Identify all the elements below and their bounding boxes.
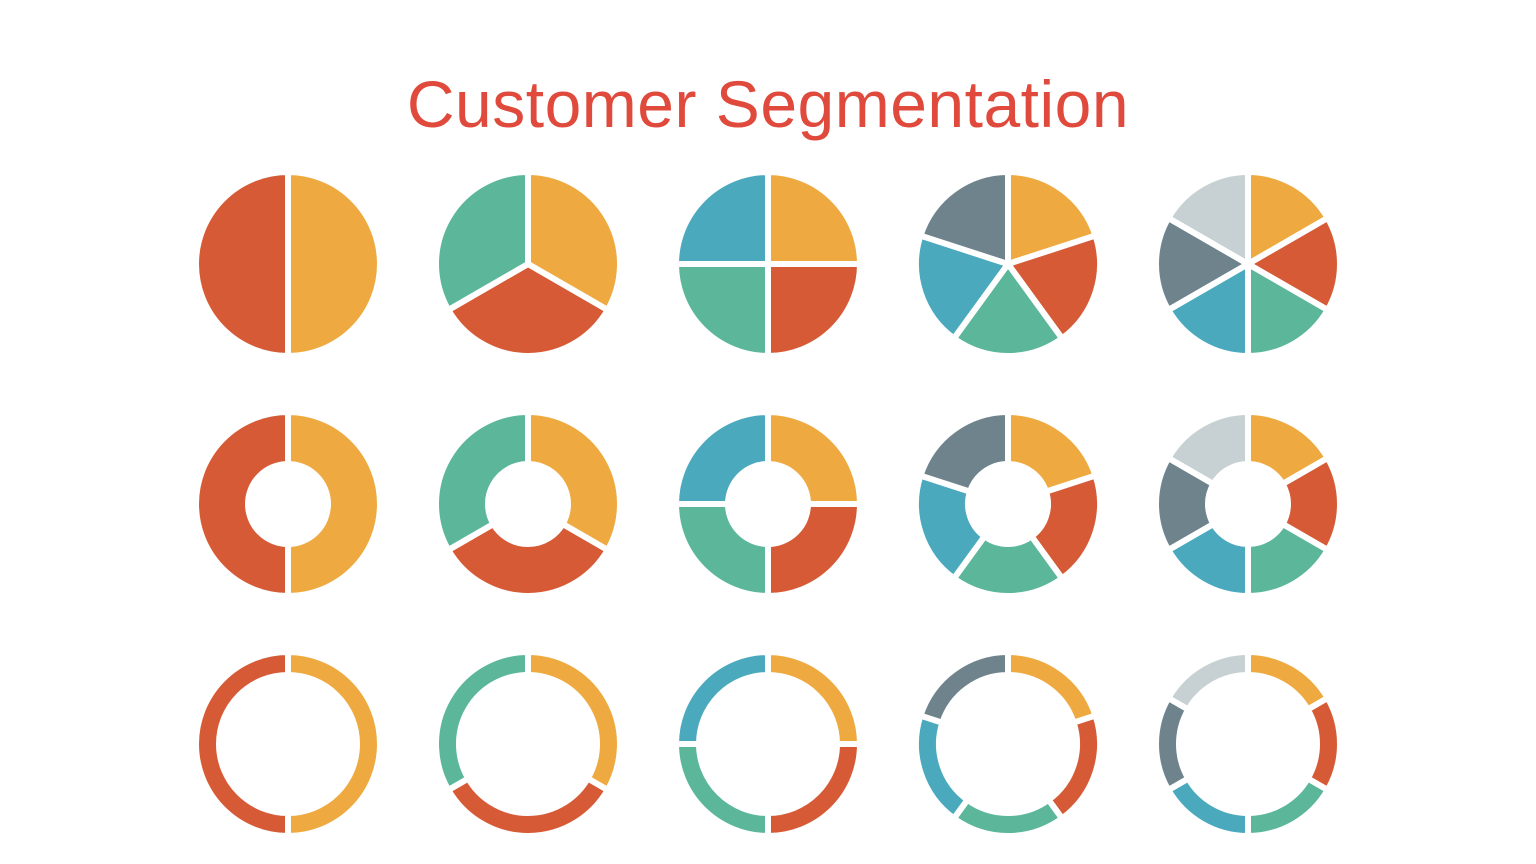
segment-orange xyxy=(1005,648,1100,727)
segment-slate xyxy=(916,408,1011,496)
segment-red xyxy=(1303,693,1343,795)
segment-blue xyxy=(1164,774,1251,840)
segment-blue xyxy=(1164,258,1251,360)
segment-green xyxy=(433,168,531,315)
segment-slate xyxy=(1153,213,1254,315)
segment-red xyxy=(765,741,864,840)
segment-red xyxy=(765,261,864,360)
segment-red xyxy=(1242,213,1343,315)
segment-slate xyxy=(1153,693,1193,795)
segment-orange xyxy=(1005,408,1100,496)
segment-orange xyxy=(765,408,864,507)
donut-chart-2-segments xyxy=(193,408,383,600)
segment-orange xyxy=(1245,648,1332,714)
segment-orange xyxy=(765,648,864,747)
segment-green xyxy=(672,741,771,840)
segment-slate xyxy=(916,648,1011,727)
ring-chart-5-segments xyxy=(913,648,1103,839)
segment-orange xyxy=(525,408,623,555)
pie-chart-6-segments xyxy=(1153,168,1343,360)
ring-chart-3-segments xyxy=(433,648,623,839)
page-title: Customer Segmentation xyxy=(406,67,1130,141)
segment-silver xyxy=(1164,168,1251,270)
segment-red xyxy=(444,519,612,599)
segment-green xyxy=(433,648,531,795)
pie-chart-5-segments xyxy=(913,168,1103,359)
segment-green xyxy=(1245,774,1332,840)
segment-slate xyxy=(916,168,1011,269)
segment-green xyxy=(949,795,1067,839)
segment-green xyxy=(672,501,771,600)
segment-green xyxy=(949,532,1067,599)
pie-chart-2-segments xyxy=(193,168,383,360)
segment-orange xyxy=(285,168,383,360)
segment-green xyxy=(672,261,771,360)
segment-red xyxy=(1027,471,1103,583)
segment-red xyxy=(193,648,291,840)
segment-orange xyxy=(1245,408,1332,489)
segment-green xyxy=(433,408,531,555)
segment-orange xyxy=(1245,168,1332,270)
segment-red xyxy=(765,501,864,600)
donut-chart-6-segments xyxy=(1153,408,1343,600)
ring-chart-4-segments xyxy=(672,648,864,840)
segment-green xyxy=(1245,519,1332,600)
ring-chart-2-segments xyxy=(193,648,383,840)
ring-chart-6-segments xyxy=(1153,648,1343,840)
segment-red xyxy=(1044,711,1103,823)
segment-green xyxy=(949,258,1067,359)
segment-red xyxy=(1003,231,1103,343)
segment-blue xyxy=(1164,519,1251,600)
segment-red xyxy=(1278,453,1343,555)
pie-chart-3-segments xyxy=(433,168,623,359)
segment-orange xyxy=(525,648,623,795)
donut-chart-5-segments xyxy=(913,408,1103,599)
segment-red xyxy=(193,408,291,600)
segment-blue xyxy=(672,408,771,507)
donut-chart-4-segments xyxy=(672,408,864,600)
segment-green xyxy=(1245,258,1332,360)
segment-red xyxy=(444,774,612,839)
segment-blue xyxy=(913,471,989,583)
segment-blue xyxy=(913,711,972,823)
segment-slate xyxy=(1153,453,1218,555)
pie-chart-4-segments xyxy=(672,168,864,360)
segment-orange xyxy=(285,648,383,840)
segment-silver xyxy=(1164,648,1251,714)
donut-chart-3-segments xyxy=(433,408,623,599)
segment-silver xyxy=(1164,408,1251,489)
segment-red xyxy=(193,168,291,360)
segment-blue xyxy=(672,648,771,747)
segment-blue xyxy=(672,168,771,267)
segment-red xyxy=(444,260,612,359)
segment-orange xyxy=(285,408,383,600)
segment-orange xyxy=(765,168,864,267)
segment-blue xyxy=(913,231,1013,343)
